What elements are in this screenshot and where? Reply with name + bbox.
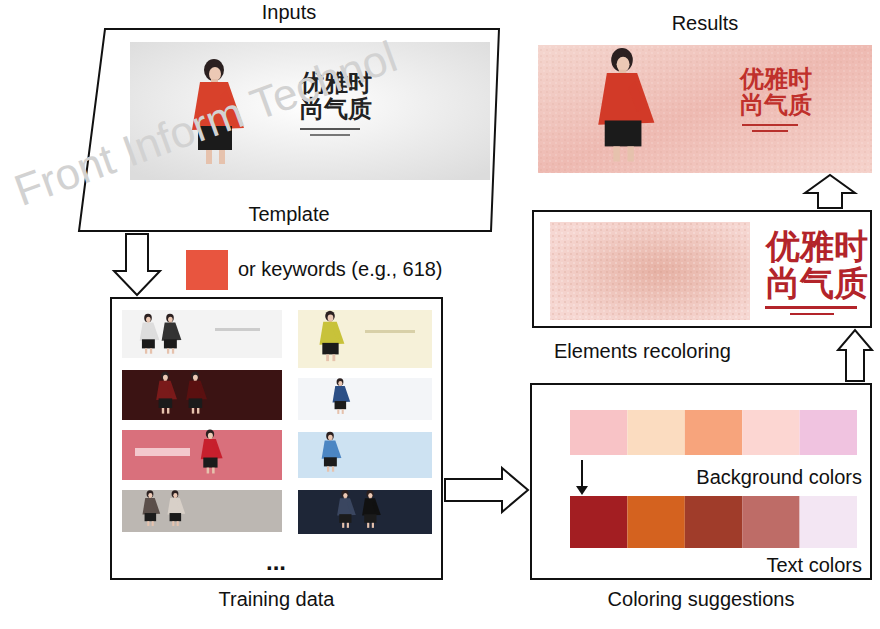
text-palette-part bbox=[570, 496, 627, 548]
training-thumbnails-part bbox=[156, 372, 177, 414]
panel-heading: Inputs bbox=[262, 1, 316, 24]
box-caption: Coloring suggestions bbox=[608, 588, 795, 611]
training-thumbnails-part bbox=[122, 430, 282, 480]
training-thumbnails-part bbox=[298, 378, 432, 420]
background-palette bbox=[570, 410, 857, 455]
block-arrow bbox=[838, 330, 872, 381]
training-box: Training data bbox=[110, 297, 443, 580]
result-image-part bbox=[752, 130, 788, 132]
text-palette-part bbox=[685, 496, 742, 548]
training-thumbnails-part bbox=[365, 330, 415, 333]
recolored-elements-part bbox=[550, 222, 750, 320]
training-thumbnails-part bbox=[122, 310, 282, 358]
block-arrow bbox=[805, 175, 855, 208]
training-thumbnails-part bbox=[333, 378, 351, 414]
result-image bbox=[538, 45, 872, 173]
result-image-part bbox=[742, 124, 798, 126]
training-thumbnails-part bbox=[122, 490, 282, 532]
palette-arrow bbox=[576, 460, 588, 495]
palette-arrow-part bbox=[581, 460, 583, 488]
panel-caption: Template bbox=[248, 203, 329, 226]
template-image-part bbox=[310, 134, 350, 136]
training-thumbnails-part bbox=[201, 429, 223, 473]
training-thumbnails-part bbox=[319, 311, 344, 361]
result-image-part bbox=[598, 48, 654, 161]
block-arrow bbox=[445, 468, 528, 512]
recolored-text: 优雅时尚气质 bbox=[766, 228, 870, 303]
result-frame: Results bbox=[538, 45, 872, 173]
training-thumbnails-part bbox=[162, 314, 182, 354]
background-palette-part bbox=[685, 410, 742, 455]
step-heading: Elements recoloring bbox=[554, 340, 731, 363]
text-palette-part bbox=[800, 496, 857, 548]
text-palette-part bbox=[742, 496, 799, 548]
training-thumbnails bbox=[122, 310, 432, 534]
text-palette-part bbox=[627, 496, 684, 548]
training-thumbnails-part bbox=[298, 490, 432, 534]
training-thumbnails-part bbox=[337, 490, 356, 528]
watermark: Front Inform Technol bbox=[8, 31, 404, 216]
color-swatch bbox=[186, 250, 228, 290]
block-arrow bbox=[114, 234, 160, 295]
background-palette-part bbox=[742, 410, 799, 455]
palette-label: Text colors bbox=[766, 554, 862, 577]
training-thumbnails-part bbox=[140, 314, 160, 354]
palette-arrow-part bbox=[576, 486, 588, 495]
training-thumbnails-part bbox=[298, 310, 432, 368]
training-thumbnails-part bbox=[298, 432, 432, 478]
palette-label: Background colors bbox=[696, 466, 862, 489]
template-image-part bbox=[300, 128, 360, 130]
training-thumbnails-part bbox=[186, 372, 207, 414]
recolored-elements-part bbox=[550, 222, 750, 320]
result-heading: Results bbox=[672, 12, 739, 35]
recolored-elements-part bbox=[790, 313, 834, 315]
training-thumbnails-part bbox=[143, 490, 161, 526]
banner-text: 优雅时尚气质 bbox=[740, 66, 813, 119]
ellipsis: ... bbox=[266, 548, 286, 576]
box-caption: Training data bbox=[219, 588, 335, 611]
background-palette-part bbox=[800, 410, 857, 455]
training-thumbnails-part bbox=[168, 490, 186, 526]
recolored-elements-part bbox=[765, 306, 857, 309]
result-image-part bbox=[538, 45, 872, 173]
background-palette-part bbox=[627, 410, 684, 455]
training-thumbnails-part bbox=[122, 370, 282, 420]
training-thumbnails-part bbox=[322, 432, 342, 472]
training-thumbnails-part bbox=[135, 448, 190, 456]
training-thumbnails-part bbox=[215, 328, 260, 331]
text-palette bbox=[570, 496, 857, 548]
legend-text: or keywords (e.g., 618) bbox=[238, 258, 443, 281]
training-thumbnails-part bbox=[362, 490, 381, 528]
background-palette-part bbox=[570, 410, 627, 455]
result-image-part bbox=[538, 45, 872, 173]
